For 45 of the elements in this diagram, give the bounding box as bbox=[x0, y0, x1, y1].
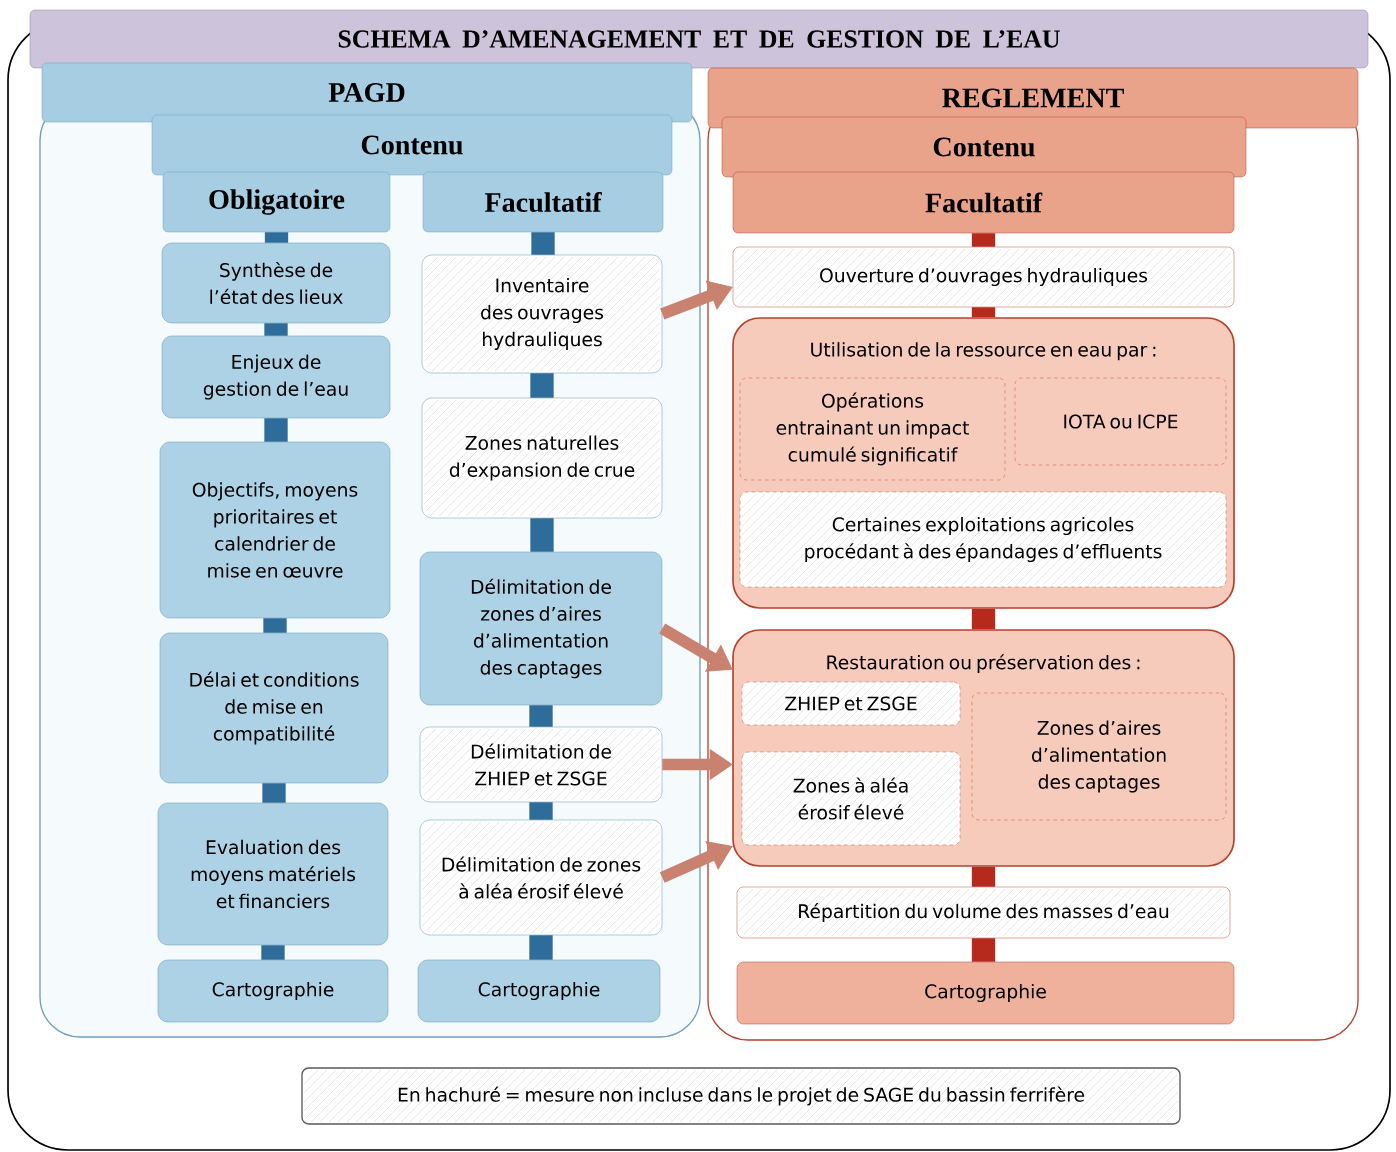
connector bbox=[971, 938, 996, 962]
content-box: Objectifs, moyens prioritaires et calendrier de mise en œuvre bbox=[159, 441, 391, 619]
connector bbox=[529, 935, 553, 960]
heading-box: Facultatif bbox=[732, 171, 1235, 234]
connector bbox=[263, 618, 287, 633]
dashed-box: Zones d’aires d’alimentation des captages bbox=[971, 692, 1227, 821]
content-box: Délai et conditions de mise en compatibilité bbox=[159, 632, 389, 784]
dashed-box: Certaines exploitations agricoles procédant à des épandages d’effluents bbox=[739, 491, 1227, 588]
hatched-box: Répartition du volume des masses d’eau bbox=[736, 886, 1231, 939]
heading-box: Contenu bbox=[151, 114, 673, 176]
connector bbox=[262, 783, 286, 803]
note-box: En hachuré = mesure non incluse dans le projet de SAGE du bassin ferrifère bbox=[301, 1067, 1181, 1125]
dashed-box: ZHIEP et ZSGE bbox=[741, 681, 961, 726]
heading-box: Obligatoire bbox=[162, 171, 391, 233]
content-box: Cartographie bbox=[157, 959, 389, 1023]
heading-box: Contenu bbox=[721, 116, 1247, 178]
content-box: Synthèse de l’état des lieux bbox=[161, 242, 391, 324]
hatched-box: Délimitation de ZHIEP et ZSGE bbox=[419, 726, 663, 803]
dashed-box: Zones à aléa érosif élevé bbox=[741, 751, 961, 846]
connector bbox=[264, 418, 288, 442]
connector bbox=[264, 323, 288, 336]
heading-box: Facultatif bbox=[422, 171, 664, 233]
hatched-box: Inventaire des ouvrages hydrauliques bbox=[421, 254, 663, 374]
hatched-box: Ouverture d’ouvrages hydrauliques bbox=[732, 246, 1235, 308]
connector bbox=[261, 945, 285, 960]
connector bbox=[971, 307, 996, 318]
content-box: Cartographie bbox=[417, 959, 661, 1023]
hatched-box: Zones naturelles d’expansion de crue bbox=[421, 397, 663, 519]
content-box: Cartographie bbox=[736, 961, 1235, 1025]
connector bbox=[531, 232, 555, 255]
dashed-box: Opérations entrainant un impact cumulé significatif bbox=[739, 377, 1006, 481]
content-box: Enjeux de gestion de l’eau bbox=[161, 335, 391, 419]
content-box: Délimitation de zones d’aires d’alimentation des captages bbox=[419, 551, 663, 706]
connector bbox=[971, 608, 996, 630]
content-box: Evaluation des moyens matériels et financiers bbox=[157, 802, 389, 946]
connector bbox=[971, 233, 996, 247]
connector bbox=[529, 802, 553, 820]
title-banner: SCHEMA D’AMENAGEMENT ET DE GESTION DE L’EAU bbox=[29, 9, 1369, 69]
connector bbox=[264, 232, 289, 243]
dashed-box: IOTA ou ICPE bbox=[1014, 377, 1227, 466]
connector bbox=[971, 866, 996, 887]
connector bbox=[529, 705, 553, 727]
connector bbox=[530, 373, 554, 398]
connector bbox=[530, 518, 554, 552]
hatched-box: Délimitation de zones à aléa érosif élevé bbox=[419, 819, 663, 936]
